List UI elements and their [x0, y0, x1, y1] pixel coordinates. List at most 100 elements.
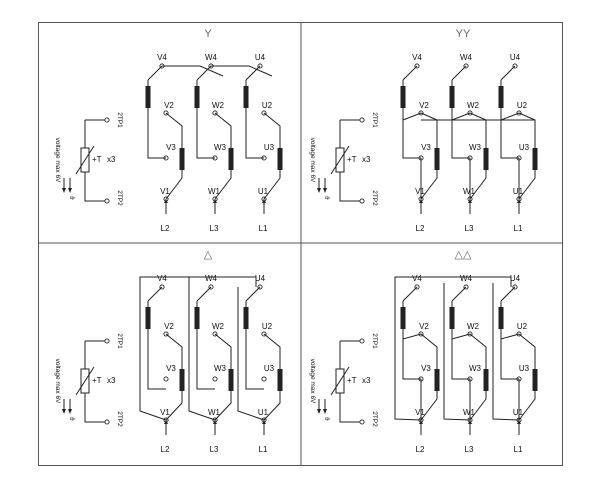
- theta-symbol: ϑ: [68, 196, 75, 200]
- line-label: L3: [210, 445, 219, 454]
- terminal-label-bot: V1: [160, 408, 170, 417]
- thermistor-slash: [330, 145, 350, 175]
- winding-coil-bottom: [483, 148, 489, 170]
- wire: [165, 333, 183, 369]
- wire: [214, 170, 232, 200]
- winding-coil-top: [400, 307, 406, 329]
- terminal-label-mid: U2: [517, 322, 528, 331]
- line-arrow: [262, 199, 266, 203]
- wire: [451, 286, 467, 302]
- line-arrow: [468, 420, 472, 424]
- thermistor-voltage-label: voltage max 6V: [309, 138, 316, 183]
- line-label: L1: [514, 445, 523, 454]
- terminal-label-top: U4: [255, 53, 266, 62]
- line-arrow: [213, 199, 217, 203]
- terminal-label-low: W3: [214, 143, 227, 152]
- wire: [147, 65, 163, 81]
- thermistor-tp1-label: 2TP1: [116, 333, 123, 349]
- thermistor-count-label: x3: [362, 155, 371, 164]
- wire: [237, 287, 265, 421]
- wire: [394, 283, 422, 421]
- thermistor-count-label: x3: [362, 376, 371, 385]
- line-arrow: [517, 420, 521, 424]
- wire: [165, 112, 183, 148]
- arrow-head: [68, 409, 72, 414]
- winding-coil-top: [400, 86, 406, 108]
- terminal-label-mid: V2: [419, 322, 429, 331]
- wire: [420, 391, 438, 421]
- terminal-label-mid: W2: [212, 101, 225, 110]
- thermistor-terminal: [359, 338, 365, 344]
- terminal-label-bot: V1: [415, 187, 425, 196]
- wire: [214, 112, 232, 148]
- thermistor-terminal: [359, 198, 365, 204]
- terminal-label-bot: U1: [513, 187, 524, 196]
- line-arrow: [517, 199, 521, 203]
- thermistor-tp2-label: 2TP2: [371, 190, 378, 206]
- wire: [420, 170, 438, 200]
- delta-bus: [394, 276, 512, 287]
- line-label: L1: [259, 224, 268, 233]
- arrow-head: [323, 409, 327, 414]
- terminal-label-mid: V2: [419, 101, 429, 110]
- wire: [500, 65, 516, 81]
- wire: [420, 333, 438, 369]
- thermistor-terminal: [104, 338, 110, 344]
- terminal: [163, 376, 169, 382]
- terminal-label-top: V4: [157, 53, 167, 62]
- winding-coil-bottom: [179, 148, 185, 170]
- thermistor-voltage-label: voltage max 6V: [309, 359, 316, 404]
- wire: [245, 329, 264, 390]
- line-label: L1: [514, 224, 523, 233]
- arrow-head: [317, 409, 321, 414]
- winding-coil-bottom: [228, 148, 234, 170]
- wire: [162, 65, 224, 77]
- winding-coil-top: [449, 307, 455, 329]
- wire: [443, 283, 471, 421]
- winding-coil-top: [243, 86, 249, 108]
- terminal-label-low: W3: [469, 143, 482, 152]
- line-label: L2: [161, 445, 170, 454]
- thermistor-slash: [75, 145, 95, 175]
- wire: [263, 170, 281, 200]
- terminal-label-low: V3: [421, 143, 431, 152]
- connection-symbol: YY: [456, 28, 471, 40]
- line-label: L1: [259, 445, 268, 454]
- line-label: L3: [210, 224, 219, 233]
- winding-coil-top: [145, 86, 151, 108]
- terminal-label-top: W4: [460, 53, 473, 62]
- terminal-label-low: V3: [166, 364, 176, 373]
- winding-coil-top: [243, 307, 249, 329]
- thermistor-tp2-label: 2TP2: [371, 411, 378, 427]
- line-label: L3: [465, 445, 474, 454]
- wire: [211, 65, 273, 77]
- wire: [518, 333, 536, 369]
- wire: [196, 108, 215, 159]
- line-arrow: [468, 199, 472, 203]
- line-arrow: [164, 199, 168, 203]
- wire: [402, 329, 421, 380]
- theta-symbol: ϑ: [323, 196, 330, 200]
- terminal-label-low: U3: [519, 364, 530, 373]
- terminal-label-bot: U1: [258, 408, 269, 417]
- thermistor-symbol-label: +T: [347, 376, 357, 385]
- wire: [245, 108, 264, 159]
- winding-coil-bottom: [532, 148, 538, 170]
- theta-symbol: ϑ: [68, 417, 75, 421]
- thermistor-tp1-label: 2TP1: [116, 112, 123, 128]
- thermistor-terminal: [359, 117, 365, 123]
- thermistor-slash: [75, 366, 95, 396]
- terminal-label-mid: U2: [262, 322, 273, 331]
- wire: [518, 112, 536, 148]
- wire: [402, 65, 418, 81]
- thermistor-terminal: [104, 117, 110, 123]
- terminal-label-mid: U2: [262, 101, 273, 110]
- winding-coil-top: [145, 307, 151, 329]
- wire: [402, 108, 421, 159]
- thermistor-wire: [339, 393, 360, 423]
- thermistor-wire: [84, 172, 105, 202]
- connection-symbol: △△: [455, 249, 472, 261]
